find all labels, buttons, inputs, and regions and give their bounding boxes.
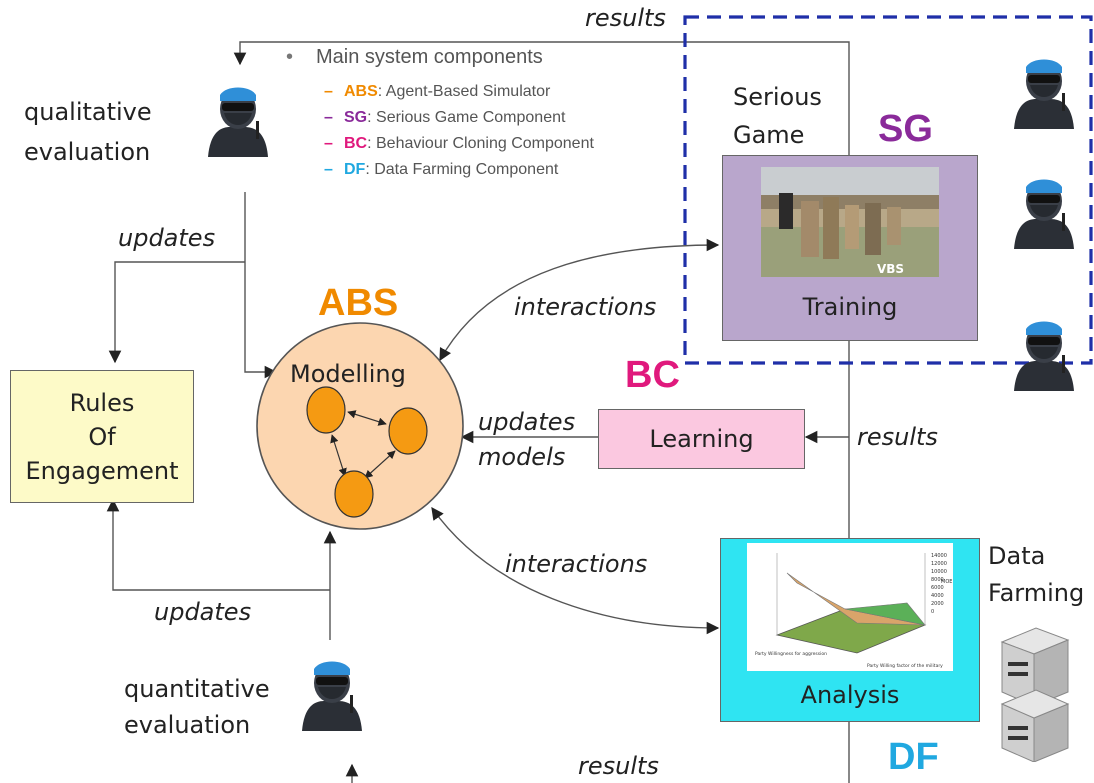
interactions-bottom-label: interactions — [505, 550, 648, 578]
quantitative-label: quantitative — [124, 675, 270, 703]
df-name-farming: Farming — [988, 579, 1085, 607]
abs-modelling-label: Modelling — [290, 360, 406, 388]
y-tick-5: 4000 — [931, 593, 944, 599]
updates-to-abs-line — [244, 262, 278, 379]
df-name-data: Data — [988, 542, 1046, 570]
abs-title: ABS — [318, 282, 399, 324]
y-tick-1: 12000 — [931, 561, 947, 567]
updates-models-label: updates — [478, 408, 576, 436]
sg-name-game: Game — [733, 121, 805, 149]
interactions-top-curve — [439, 238, 720, 362]
df-analysis-box: 14000 12000 10000 8000 6000 4000 2000 0 … — [720, 538, 980, 722]
updates-left-label: updates — [118, 224, 216, 252]
models-label: models — [478, 443, 566, 471]
trainee-agent-icon-1 — [1014, 59, 1074, 129]
legend-item-abs: –ABS: Agent-Based Simulator — [324, 83, 551, 100]
bc-title: BC — [625, 354, 680, 396]
roe-line-2: Of — [88, 422, 116, 451]
roe-line-1: Rules — [69, 388, 135, 417]
qualitative-label: qualitative — [24, 98, 152, 126]
server-icon — [1000, 627, 1070, 762]
sg-name-serious: Serious — [733, 83, 822, 111]
bc-learning-box: Learning — [598, 409, 805, 469]
y-tick-6: 2000 — [931, 601, 944, 607]
analysis-surface-chart: 14000 12000 10000 8000 6000 4000 2000 0 … — [747, 543, 953, 671]
df-title: DF — [888, 736, 939, 778]
results-bottom-label: results — [578, 752, 659, 780]
interactions-bottom-curve — [431, 506, 720, 635]
qualitative-agent-icon — [208, 87, 268, 157]
results-top-label: results — [585, 4, 666, 32]
model-node-3 — [334, 470, 374, 518]
legend-item-bc: –BC: Behaviour Cloning Component — [324, 135, 594, 152]
sg-title: SG — [878, 108, 933, 150]
serious-game-screenshot — [761, 167, 939, 277]
y-axis-label: Party Willing factor of the military — [867, 663, 943, 669]
updates-bottom-to-roe — [106, 498, 330, 591]
sg-training-box: VBS Training — [722, 155, 978, 341]
bc-learning-label: Learning — [649, 425, 754, 453]
df-analysis-label: Analysis — [800, 681, 900, 709]
y-tick-3: 8000 — [931, 577, 944, 583]
components-legend: •Main system components –ABS: Agent-Base… — [286, 46, 594, 183]
legend-item-sg: –SG: Serious Game Component — [324, 109, 566, 126]
sg-training-label: Training — [802, 293, 898, 321]
qualitative-evaluation-label: evaluation — [24, 138, 151, 166]
trainee-agent-icon-3 — [1014, 321, 1074, 391]
x-axis-label: Party Willingness for aggression — [755, 651, 827, 657]
vbs-logo: VBS — [877, 262, 905, 276]
y-tick-4: 6000 — [931, 585, 944, 591]
sg-dashed-region — [683, 15, 1093, 365]
updates-bottom-label: updates — [154, 598, 252, 626]
moe-label: MOE — [941, 579, 952, 585]
y-tick-2: 10000 — [931, 569, 947, 575]
updates-to-roe-line — [108, 261, 245, 364]
rules-of-engagement-box: Rules Of Engagement — [10, 370, 194, 503]
y-tick-7: 0 — [931, 609, 934, 615]
abs-circle — [256, 322, 464, 530]
trainee-agent-icon-2 — [1014, 179, 1074, 249]
interactions-top-label: interactions — [514, 293, 657, 321]
y-tick-0: 14000 — [931, 553, 947, 559]
legend-header: •Main system components — [286, 46, 543, 68]
roe-line-3: Engagement — [25, 456, 179, 485]
legend-item-df: –DF: Data Farming Component — [324, 161, 559, 178]
model-node-1 — [306, 386, 346, 434]
results-mid-label: results — [857, 423, 938, 451]
model-node-2 — [388, 407, 428, 455]
quantitative-evaluation-label: evaluation — [124, 711, 251, 739]
quantitative-agent-icon — [302, 661, 362, 731]
